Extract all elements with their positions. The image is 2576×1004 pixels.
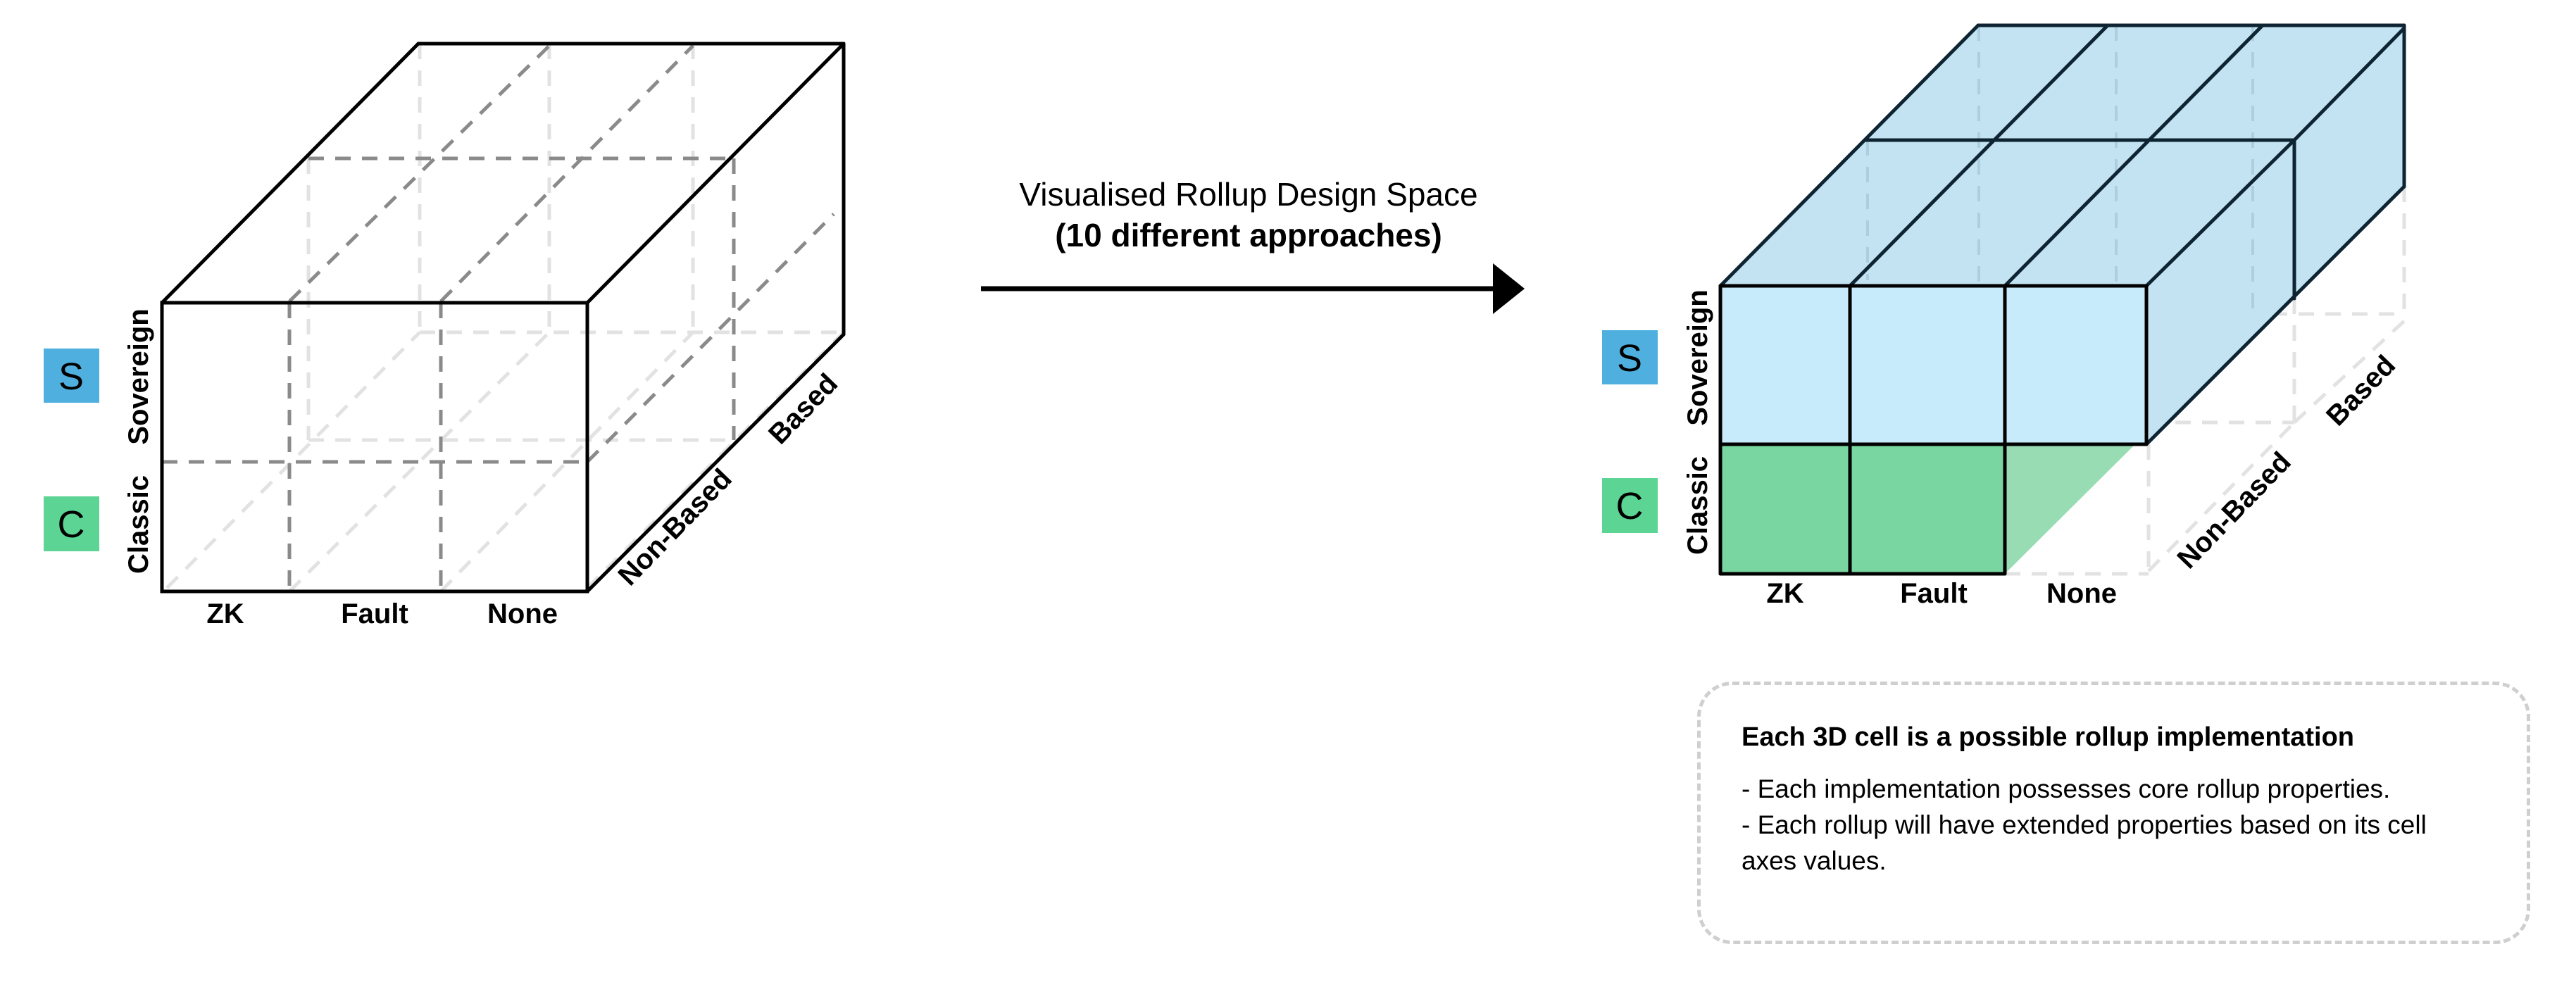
left-cube-division-lines bbox=[162, 44, 835, 591]
sovereign-badge-letter: S bbox=[1617, 337, 1642, 379]
cell-sovereign-fault bbox=[1850, 286, 2005, 444]
row-label-classic: Classic bbox=[123, 475, 154, 574]
sovereign-side-face bbox=[2146, 25, 2404, 444]
left-cube-edges bbox=[160, 42, 846, 594]
depth-label-non-based: Non-Based bbox=[2171, 446, 2296, 575]
sovereign-top-face bbox=[1720, 25, 2404, 286]
row-label-classic: Classic bbox=[1682, 456, 1713, 555]
cell-classic-none-partial bbox=[2005, 444, 2135, 574]
arrow-title: Visualised Rollup Design Space bbox=[1019, 176, 1477, 213]
sovereign-badge bbox=[1602, 330, 1658, 384]
left-cube-hidden-lines-light bbox=[165, 44, 845, 593]
transition-arrow: Visualised Rollup Design Space (10 diffe… bbox=[981, 176, 1525, 314]
cell-sovereign-zk bbox=[1720, 286, 1850, 444]
right-cube-inner-lines bbox=[1866, 25, 2254, 314]
cell-classic-fault bbox=[1850, 444, 2005, 574]
column-label-fault: Fault bbox=[1900, 578, 1968, 609]
depth-label-based: Based bbox=[763, 368, 844, 451]
right-cube: S C Sovereign Classic ZK Fault None Non-… bbox=[1602, 23, 2406, 609]
classic-badge-letter: C bbox=[1616, 485, 1644, 527]
column-label-fault: Fault bbox=[341, 598, 408, 629]
cell-classic-zk bbox=[1720, 444, 1850, 574]
classic-badge bbox=[1602, 478, 1658, 533]
left-cube: S C Sovereign Classic ZK Fault None Non-… bbox=[44, 42, 846, 629]
cell-sovereign-none bbox=[2005, 286, 2146, 444]
column-label-zk: ZK bbox=[206, 598, 244, 629]
row-label-sovereign: Sovereign bbox=[123, 308, 154, 444]
note-line-core-properties: - Each implementation possesses core rol… bbox=[1742, 774, 2391, 803]
column-label-none: None bbox=[2046, 578, 2117, 609]
note-line-extended-properties: - Each rollup will have extended propert… bbox=[1742, 810, 2427, 875]
explanation-note: Each 3D cell is a possible rollup implem… bbox=[1697, 682, 2530, 944]
arrow-subtitle: (10 different approaches) bbox=[1055, 217, 1442, 253]
depth-label-non-based: Non-Based bbox=[612, 463, 737, 591]
classic-badge bbox=[44, 496, 99, 551]
sovereign-badge-letter: S bbox=[58, 356, 84, 398]
arrow-head-icon bbox=[1493, 263, 1525, 314]
classic-badge-letter: C bbox=[58, 503, 85, 546]
column-label-zk: ZK bbox=[1766, 578, 1803, 609]
row-label-sovereign: Sovereign bbox=[1682, 289, 1713, 425]
note-heading: Each 3D cell is a possible rollup implem… bbox=[1742, 722, 2355, 752]
column-label-none: None bbox=[487, 598, 558, 629]
right-cube-hidden-lines bbox=[2005, 187, 2406, 576]
sovereign-badge bbox=[44, 349, 99, 403]
right-cube-edges bbox=[1718, 23, 2406, 576]
